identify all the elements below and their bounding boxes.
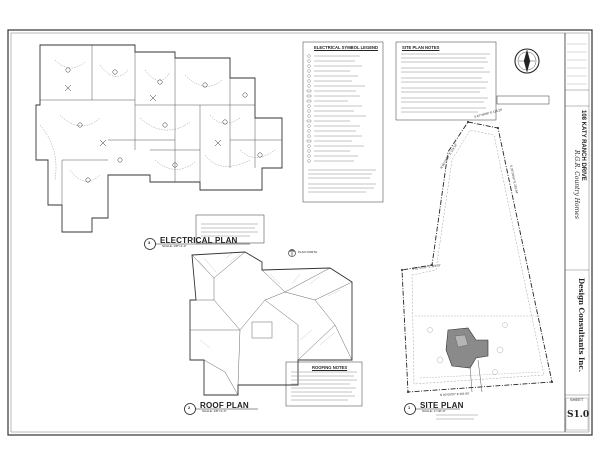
sheet-label: SHEET [570, 397, 584, 402]
electrical-plan-scale: SCALE: 1/8"=1'-0" [162, 244, 187, 248]
company-seal [565, 397, 589, 431]
roof-plan-drawing [189, 251, 353, 396]
roof-plan-scale: SCALE: 1/8"=1'-0" [202, 409, 227, 413]
roof-plan-callout [184, 403, 258, 415]
legend-boxes [195, 41, 550, 407]
site-plan-number: 1 [408, 405, 411, 410]
site-plan-callout [404, 403, 460, 415]
note-text-lines [201, 53, 490, 420]
roof-plan-number: 2 [188, 405, 191, 410]
client-name: R.G.R. Country Homes [573, 150, 580, 219]
legend-symbol-rows [306, 54, 312, 163]
site-plan-title: SITE PLAN [420, 401, 464, 410]
sheet-number: S1.0 [567, 410, 590, 420]
site-plan-drawing [401, 121, 553, 393]
electrical-symbol-legend-title: ELECTRICAL SYMBOL LEGEND [314, 45, 379, 50]
site-plan-scale: SCALE: 1"=40'-0" [422, 409, 446, 413]
electrical-plan-callout [144, 238, 250, 250]
electrical-plan-title: ELECTRICAL PLAN [160, 236, 238, 245]
electrical-floor-plan [35, 44, 283, 233]
sheet-border-inner [10, 32, 590, 433]
plan-north-label: PLAN NORTH [298, 250, 318, 254]
north-arrow-icon [514, 48, 540, 74]
roof-north-arrow-icon [288, 249, 296, 257]
roof-plan-title: ROOF PLAN [200, 401, 249, 410]
company-name: Design Consultants Inc. [577, 278, 586, 373]
site-plan-notes-title: SITE PLAN NOTES [402, 45, 440, 50]
sheet-border-outer [7, 29, 593, 436]
roofing-notes-title: ROOFING NOTES [312, 365, 348, 370]
project-address: 108 KATY RANCH DRIVE [580, 110, 586, 181]
electrical-plan-number: 3 [148, 240, 151, 245]
